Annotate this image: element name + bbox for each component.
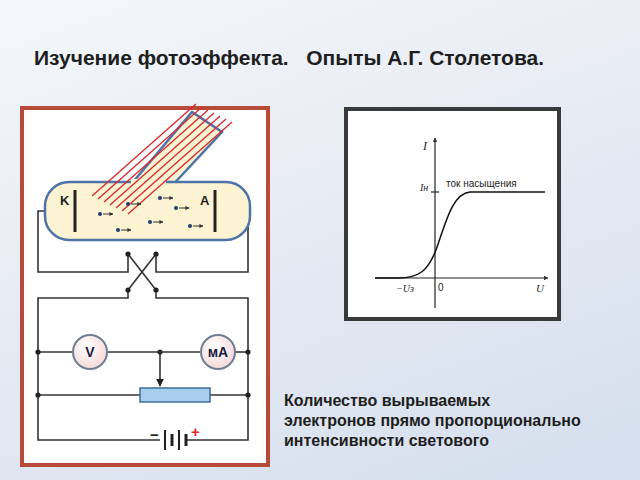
rheostat	[140, 388, 210, 402]
ammeter-circle: мА	[200, 334, 236, 370]
axis-label: U	[536, 283, 544, 294]
graph-axes	[375, 138, 548, 308]
electrons	[98, 196, 203, 232]
polarity-sign: −	[150, 427, 159, 442]
axis-value: 0	[438, 283, 444, 293]
circuit-panel	[22, 108, 268, 465]
axis-label: I	[423, 140, 427, 152]
axis-value: −Uз	[396, 284, 414, 294]
battery-symbol	[165, 430, 186, 450]
cathode-plate	[74, 190, 77, 232]
graph-panel	[346, 109, 559, 319]
meter-label: V	[85, 344, 94, 360]
electrode-label: A	[200, 194, 209, 207]
current-voltage-curve	[375, 192, 545, 278]
vacuum-tube	[45, 112, 250, 240]
wires	[38, 211, 248, 440]
light-rays	[92, 104, 232, 214]
voltmeter-circle: V	[72, 334, 108, 370]
curve-label: ток насыщения	[446, 179, 517, 189]
axis-value: Iн	[420, 183, 428, 193]
electrode-label: K	[60, 194, 69, 207]
anode-plate	[214, 190, 217, 232]
wire	[108, 351, 200, 353]
junction-dots	[35, 251, 250, 397]
polarity-sign: +	[191, 424, 200, 439]
meter-label: мА	[208, 344, 228, 360]
note-text: Количество вырываемых электронов прямо п…	[284, 391, 584, 451]
slide-title: Изучение фотоэффекта. Опыты А.Г. Столето…	[34, 44, 582, 71]
